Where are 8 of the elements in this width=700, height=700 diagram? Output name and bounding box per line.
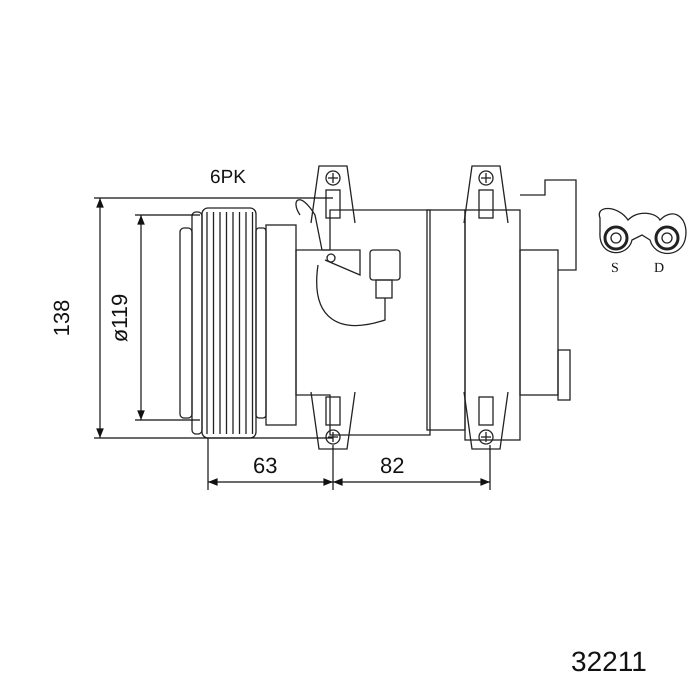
- port-label: D: [654, 262, 664, 276]
- dimension-label: 6PK: [210, 168, 246, 187]
- dimension-label: 82: [380, 455, 404, 477]
- dimension-label: 63: [253, 455, 278, 477]
- part-number: 32211: [571, 648, 647, 676]
- port-label: S: [611, 262, 619, 276]
- dimension-label: 138: [51, 300, 73, 336]
- dimension-label: ø119: [109, 294, 131, 342]
